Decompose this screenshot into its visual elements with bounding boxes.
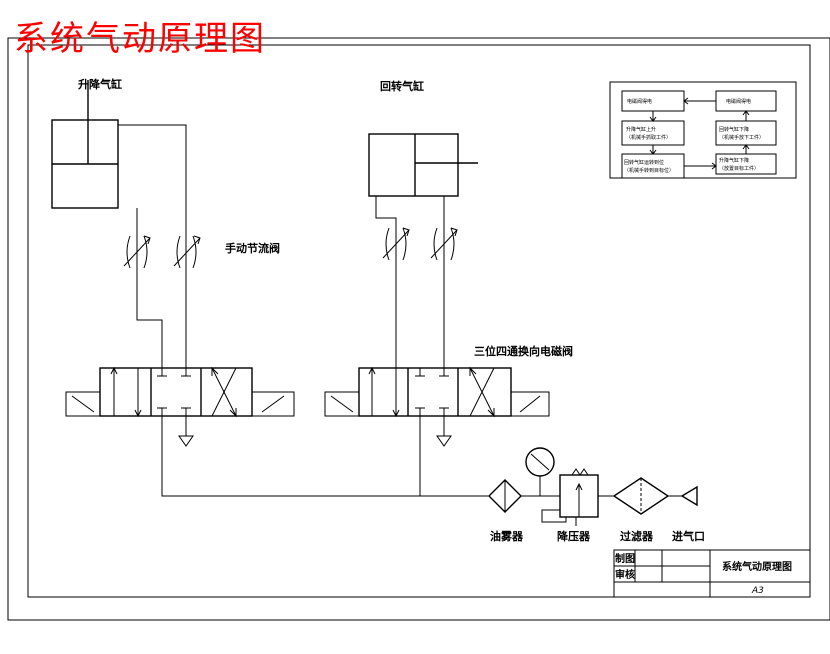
- lubricator: [488, 479, 522, 513]
- manual-throttle-label: 手动节流阀: [225, 241, 280, 255]
- flow-box-5: [715, 120, 777, 146]
- inner-frame: [27, 44, 811, 598]
- air-inlet-label: 进气口: [672, 529, 705, 543]
- exhaust-right: [436, 416, 452, 447]
- flow-box-5-text-1: 回转气缸下降: [719, 126, 749, 133]
- pressure-reducer: [541, 468, 599, 526]
- filter: [612, 477, 670, 515]
- pressure-reducer-label: 降压器: [557, 529, 591, 543]
- pressure-gauge: [525, 447, 555, 496]
- exhaust-left: [178, 416, 194, 447]
- flow-box-4-text: 电磁阀得电: [726, 98, 751, 105]
- outer-frame: [7, 37, 830, 621]
- filter-label: 过滤器: [620, 529, 654, 543]
- rotary-pipes: [375, 196, 445, 368]
- lift-cylinder-label: 升降气缸: [78, 77, 122, 91]
- supply-line: [161, 416, 682, 497]
- lubricator-label: 油雾器: [490, 529, 524, 543]
- flow-box-6-text-2: （放置目标工件）: [719, 165, 759, 172]
- throttle-valve-right-2: [430, 227, 458, 261]
- rotary-cylinder-label: 回转气缸: [380, 79, 424, 93]
- flow-box-3: [621, 153, 685, 179]
- lift-cylinder: [51, 80, 119, 209]
- title-block-sheet: A3: [751, 586, 764, 596]
- flow-box-3-text-1: 回转气缸运转到位: [624, 159, 664, 166]
- flow-box-1-text: 电磁阀得电: [627, 98, 652, 105]
- air-inlet: [680, 485, 698, 507]
- flow-chart: 电磁阀得电 升降气缸上升 （机械手抓取工件） 回转气缸运转到位 （机械手转到目标…: [609, 81, 797, 179]
- title-block: [613, 549, 811, 598]
- flow-box-6-text-1: 升降气缸下降: [719, 157, 749, 164]
- flow-box-2: [621, 120, 685, 146]
- title-block-name: 系统气动原理图: [722, 560, 792, 573]
- throttle-valve-left-1: [123, 235, 151, 269]
- throttle-valve-left-2: [173, 235, 201, 269]
- throttle-valve-right-1: [382, 227, 410, 261]
- rotary-cylinder: [368, 133, 478, 197]
- flow-box-2-text-2: （机械手抓取工件）: [626, 134, 671, 141]
- flow-box-2-text-1: 升降气缸上升: [626, 126, 656, 133]
- title-block-check: 审核: [615, 568, 635, 581]
- flow-box-3-text-2: （机械手转到目标位）: [624, 167, 674, 174]
- lift-pipes: [118, 124, 187, 368]
- solenoid-valve-label: 三位四通换向电磁阀: [474, 344, 573, 358]
- page-title: 系统气动原理图: [14, 19, 266, 59]
- solenoid-valve-right: [324, 366, 550, 418]
- solenoid-valve-left: [65, 366, 295, 418]
- flow-box-5-text-2: （机械手放下工件）: [719, 134, 764, 141]
- title-block-draw: 制图: [615, 552, 635, 565]
